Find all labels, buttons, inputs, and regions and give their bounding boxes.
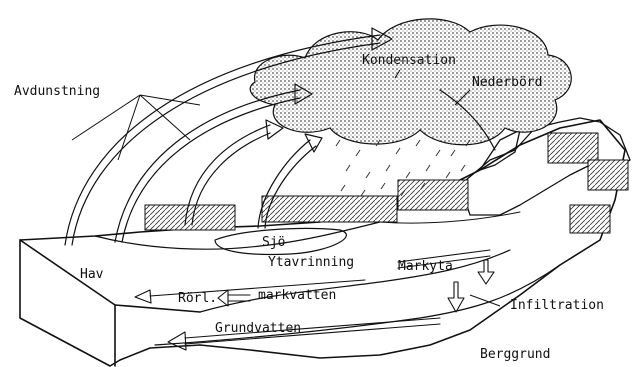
- label-nederbord: Nederbörd: [472, 75, 542, 90]
- label-markyta: Markyta: [398, 259, 453, 274]
- forest-middle: [262, 196, 397, 222]
- forest-left: [145, 205, 235, 230]
- label-sjo: Sjö: [262, 235, 285, 250]
- label-rorl: Rörl.: [178, 291, 217, 306]
- label-grundvatten: Grundvatten: [215, 321, 301, 336]
- infiltration-arrows: [448, 260, 500, 312]
- label-berggrund: Berggrund: [480, 347, 550, 362]
- label-ytavrinning: Ytavrinning: [268, 255, 354, 270]
- label-markvatten: markvatten: [258, 288, 336, 303]
- forest-right: [398, 133, 628, 233]
- ground-block: [20, 120, 625, 366]
- label-hav: Hav: [80, 267, 104, 282]
- label-infiltration: Infiltration: [510, 298, 604, 313]
- label-avdunstning: Avdunstning: [14, 84, 100, 99]
- label-kondensation: Kondensation: [362, 53, 456, 68]
